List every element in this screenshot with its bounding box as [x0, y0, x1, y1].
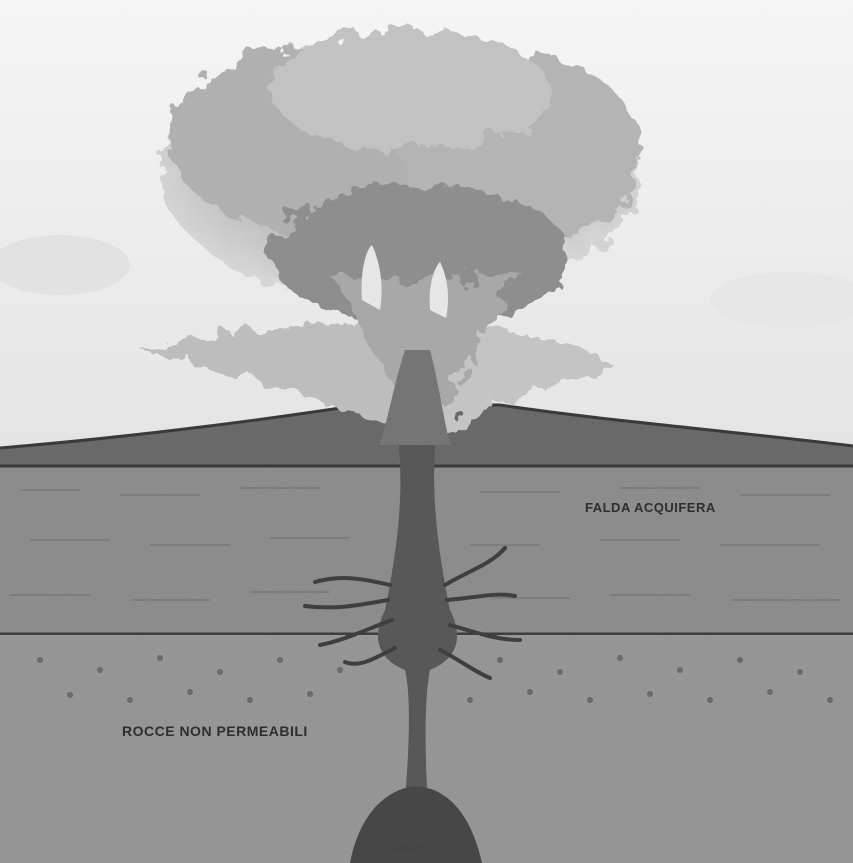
magma-chamber-label: CAMERA — [385, 843, 428, 853]
impermeable-rocks-label: ROCCE NON PERMEABILI — [122, 723, 308, 739]
aquifer-label: FALDA ACQUIFERA — [585, 500, 716, 515]
